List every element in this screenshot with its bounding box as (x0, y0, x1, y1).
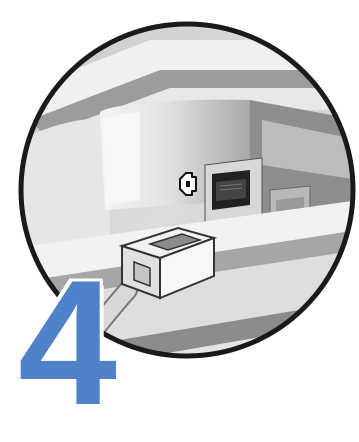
step-illustration: 4 (0, 0, 359, 401)
phone-jack-icon (180, 173, 196, 195)
step-number: 4 (18, 254, 117, 432)
